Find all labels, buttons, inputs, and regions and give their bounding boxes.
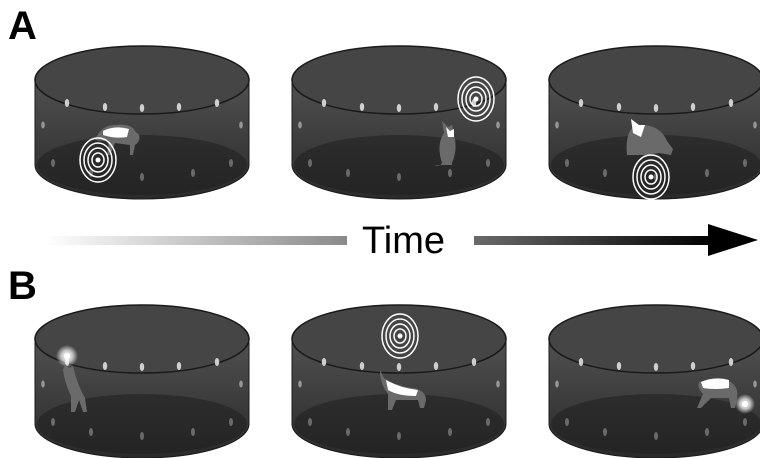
panel-label-a: A <box>8 4 37 48</box>
time-gradient-right <box>474 236 714 245</box>
time-gradient-left <box>45 236 347 245</box>
time-label: Time <box>362 220 446 262</box>
arena-b2 <box>291 304 507 458</box>
arena-b3 <box>548 304 760 458</box>
arena-a2 <box>291 45 507 200</box>
panel-label-b: B <box>8 264 37 308</box>
right-arrow-icon <box>708 224 758 256</box>
arena-a1 <box>34 45 250 200</box>
arena-b1 <box>34 304 250 458</box>
cat-icon <box>63 364 87 412</box>
arena-a3 <box>548 45 760 200</box>
